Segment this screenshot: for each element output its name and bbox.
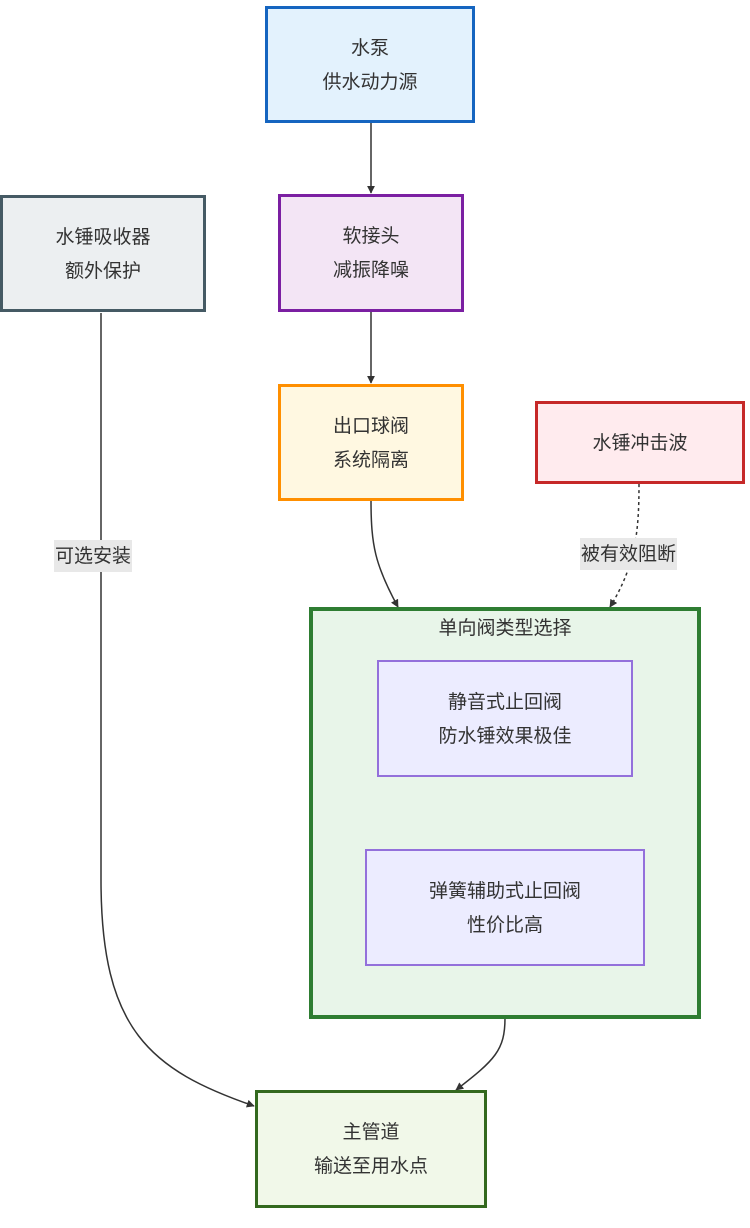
node-soft-joint-subtitle: 减振降噪 [332, 259, 409, 281]
node-main-pipe-title: 主管道 [342, 1121, 400, 1143]
cluster-title: 单向阀类型选择 [438, 617, 572, 639]
node-pump-title: 水泵 [350, 36, 389, 59]
edge-label-effectively-blocked: 被有效阻断 [580, 538, 678, 570]
node-soft-joint-title: 软接头 [342, 225, 400, 247]
node-ball-valve-subtitle: 系统隔离 [332, 448, 409, 471]
node-spring-check-title: 弹簧辅助式止回阀 [428, 879, 581, 902]
node-water-hammer-title: 水锤冲击波 [592, 431, 688, 454]
edge-absorber-to-main-pipe [100, 313, 255, 1108]
node-outlet-ball-valve[interactable]: 出口球阀 系统隔离 [278, 384, 464, 501]
node-pump-subtitle: 供水动力源 [322, 70, 418, 93]
node-main-pipe[interactable]: 主管道 输送至用水点 [255, 1090, 487, 1208]
node-main-pipe-subtitle: 输送至用水点 [313, 1155, 428, 1177]
node-soft-joint[interactable]: 软接头 减振降噪 [278, 194, 464, 312]
edge-cluster-to-main-pipe [455, 1017, 506, 1091]
node-absorber-subtitle: 额外保护 [64, 259, 141, 282]
node-pump[interactable]: 水泵 供水动力源 [265, 6, 475, 123]
node-silent-check-subtitle: 防水锤效果极佳 [438, 724, 572, 747]
node-spring-check-valve[interactable]: 弹簧辅助式止回阀 性价比高 [365, 849, 645, 966]
edge-ball-valve-to-cluster [370, 499, 399, 608]
node-silent-check-valve[interactable]: 静音式止回阀 防水锤效果极佳 [377, 660, 633, 777]
node-water-hammer-wave[interactable]: 水锤冲击波 [535, 401, 745, 484]
node-silent-check-title: 静音式止回阀 [447, 690, 562, 713]
edge-label-optional-install: 可选安装 [54, 540, 133, 572]
node-absorber-title: 水锤吸收器 [55, 225, 151, 248]
node-ball-valve-title: 出口球阀 [332, 414, 409, 437]
node-water-hammer-absorber[interactable]: 水锤吸收器 额外保护 [0, 195, 206, 312]
node-spring-check-subtitle: 性价比高 [466, 913, 543, 936]
